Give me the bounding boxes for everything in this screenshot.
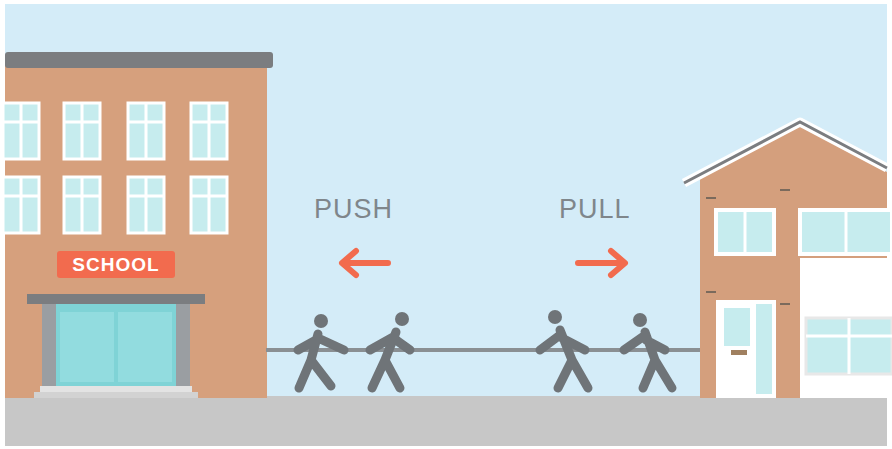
- person-head: [314, 314, 328, 328]
- person-body: [298, 334, 344, 388]
- school-door: [56, 304, 176, 386]
- bay: [800, 258, 892, 398]
- pillar: [42, 304, 56, 386]
- pull-arrow: [578, 251, 625, 275]
- house-door: [716, 300, 776, 398]
- school-roof: [5, 52, 273, 68]
- roof-edge: [684, 122, 887, 183]
- people: [298, 310, 672, 388]
- school-windows: [3, 103, 227, 233]
- direction-label: PULL: [559, 194, 631, 225]
- push-arrow: [342, 251, 388, 275]
- person-head: [395, 312, 409, 326]
- pillar: [176, 304, 190, 386]
- side-glass: [756, 304, 772, 394]
- letterbox: [731, 350, 747, 355]
- house-window: [800, 210, 892, 254]
- step: [40, 386, 192, 392]
- sky: [5, 4, 887, 400]
- person-head: [633, 313, 647, 327]
- window-frame: [744, 210, 747, 254]
- person-body: [370, 332, 410, 388]
- house-window: [716, 210, 774, 254]
- person-head: [548, 310, 562, 324]
- sign-text: SCHOOL: [72, 254, 159, 276]
- door-panel: [60, 312, 114, 382]
- window-frame: [845, 210, 848, 254]
- bay-window: [806, 318, 892, 374]
- person-body: [540, 330, 588, 388]
- house-roof: [684, 122, 887, 183]
- door-glass: [724, 308, 750, 346]
- canopy: [27, 294, 205, 304]
- school-sign: SCHOOL: [57, 251, 175, 278]
- person-body: [624, 332, 672, 388]
- ground: [5, 396, 887, 446]
- door-panel: [118, 312, 172, 382]
- step: [34, 392, 198, 398]
- direction-label: PUSH: [314, 194, 393, 225]
- window-frame: [3, 103, 227, 233]
- window-frame: [806, 318, 892, 374]
- school-wall: [5, 62, 267, 398]
- brick-mark: [706, 190, 790, 304]
